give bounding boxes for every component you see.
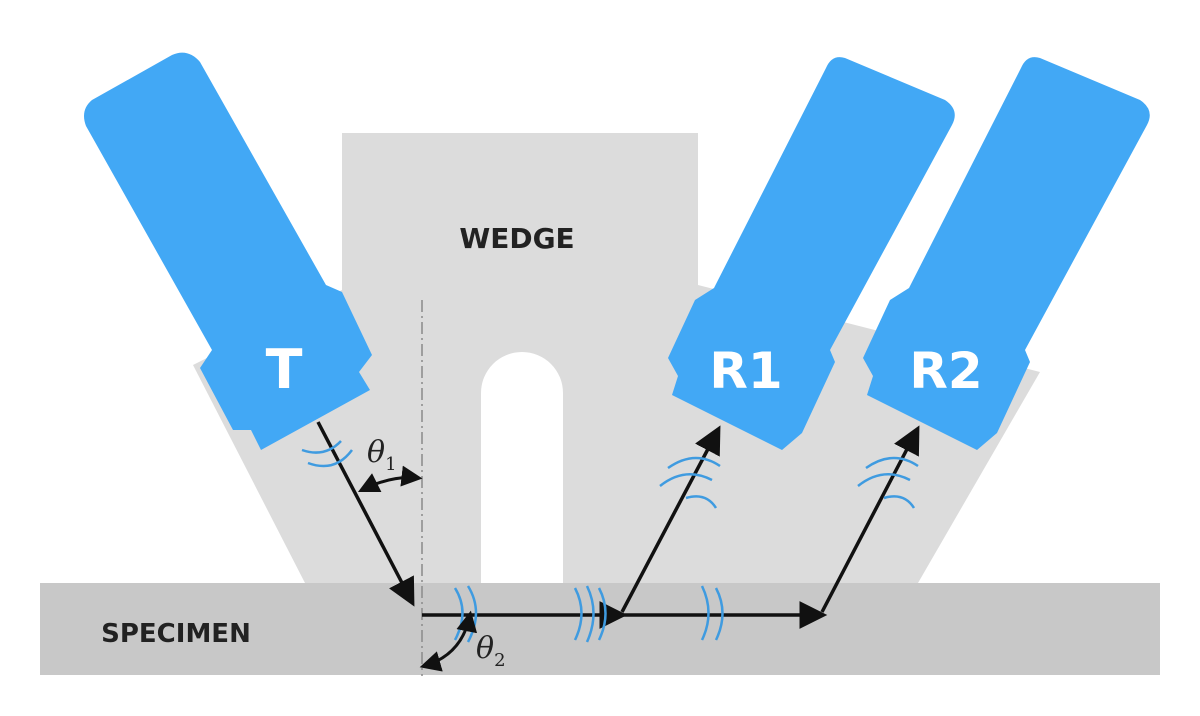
theta1-label: θ1 [367,435,397,475]
probe-receiver-2 [863,57,1150,450]
transmitter-label: T [266,338,303,401]
specimen-block [40,583,1160,675]
wavefront-r1 [659,456,721,509]
wavefront-near-transmitter [301,440,354,468]
theta2-angle-arc [419,610,478,672]
wedge-label: WEDGE [459,222,574,255]
receiver-2-label: R2 [909,342,982,400]
reflected-ray-r1 [620,425,721,613]
probe-transmitter [84,52,372,451]
wavefront-surface [700,585,724,641]
specimen-label: SPECIMEN [101,619,251,649]
reflected-ray-r2 [820,425,920,613]
probe-receiver-1 [668,57,955,450]
wavefront-r2 [857,456,919,509]
receiver-1-label: R1 [709,342,782,400]
incident-ray [316,421,415,607]
theta2-label: θ2 [476,631,506,671]
theta1-angle-arc [357,465,423,493]
